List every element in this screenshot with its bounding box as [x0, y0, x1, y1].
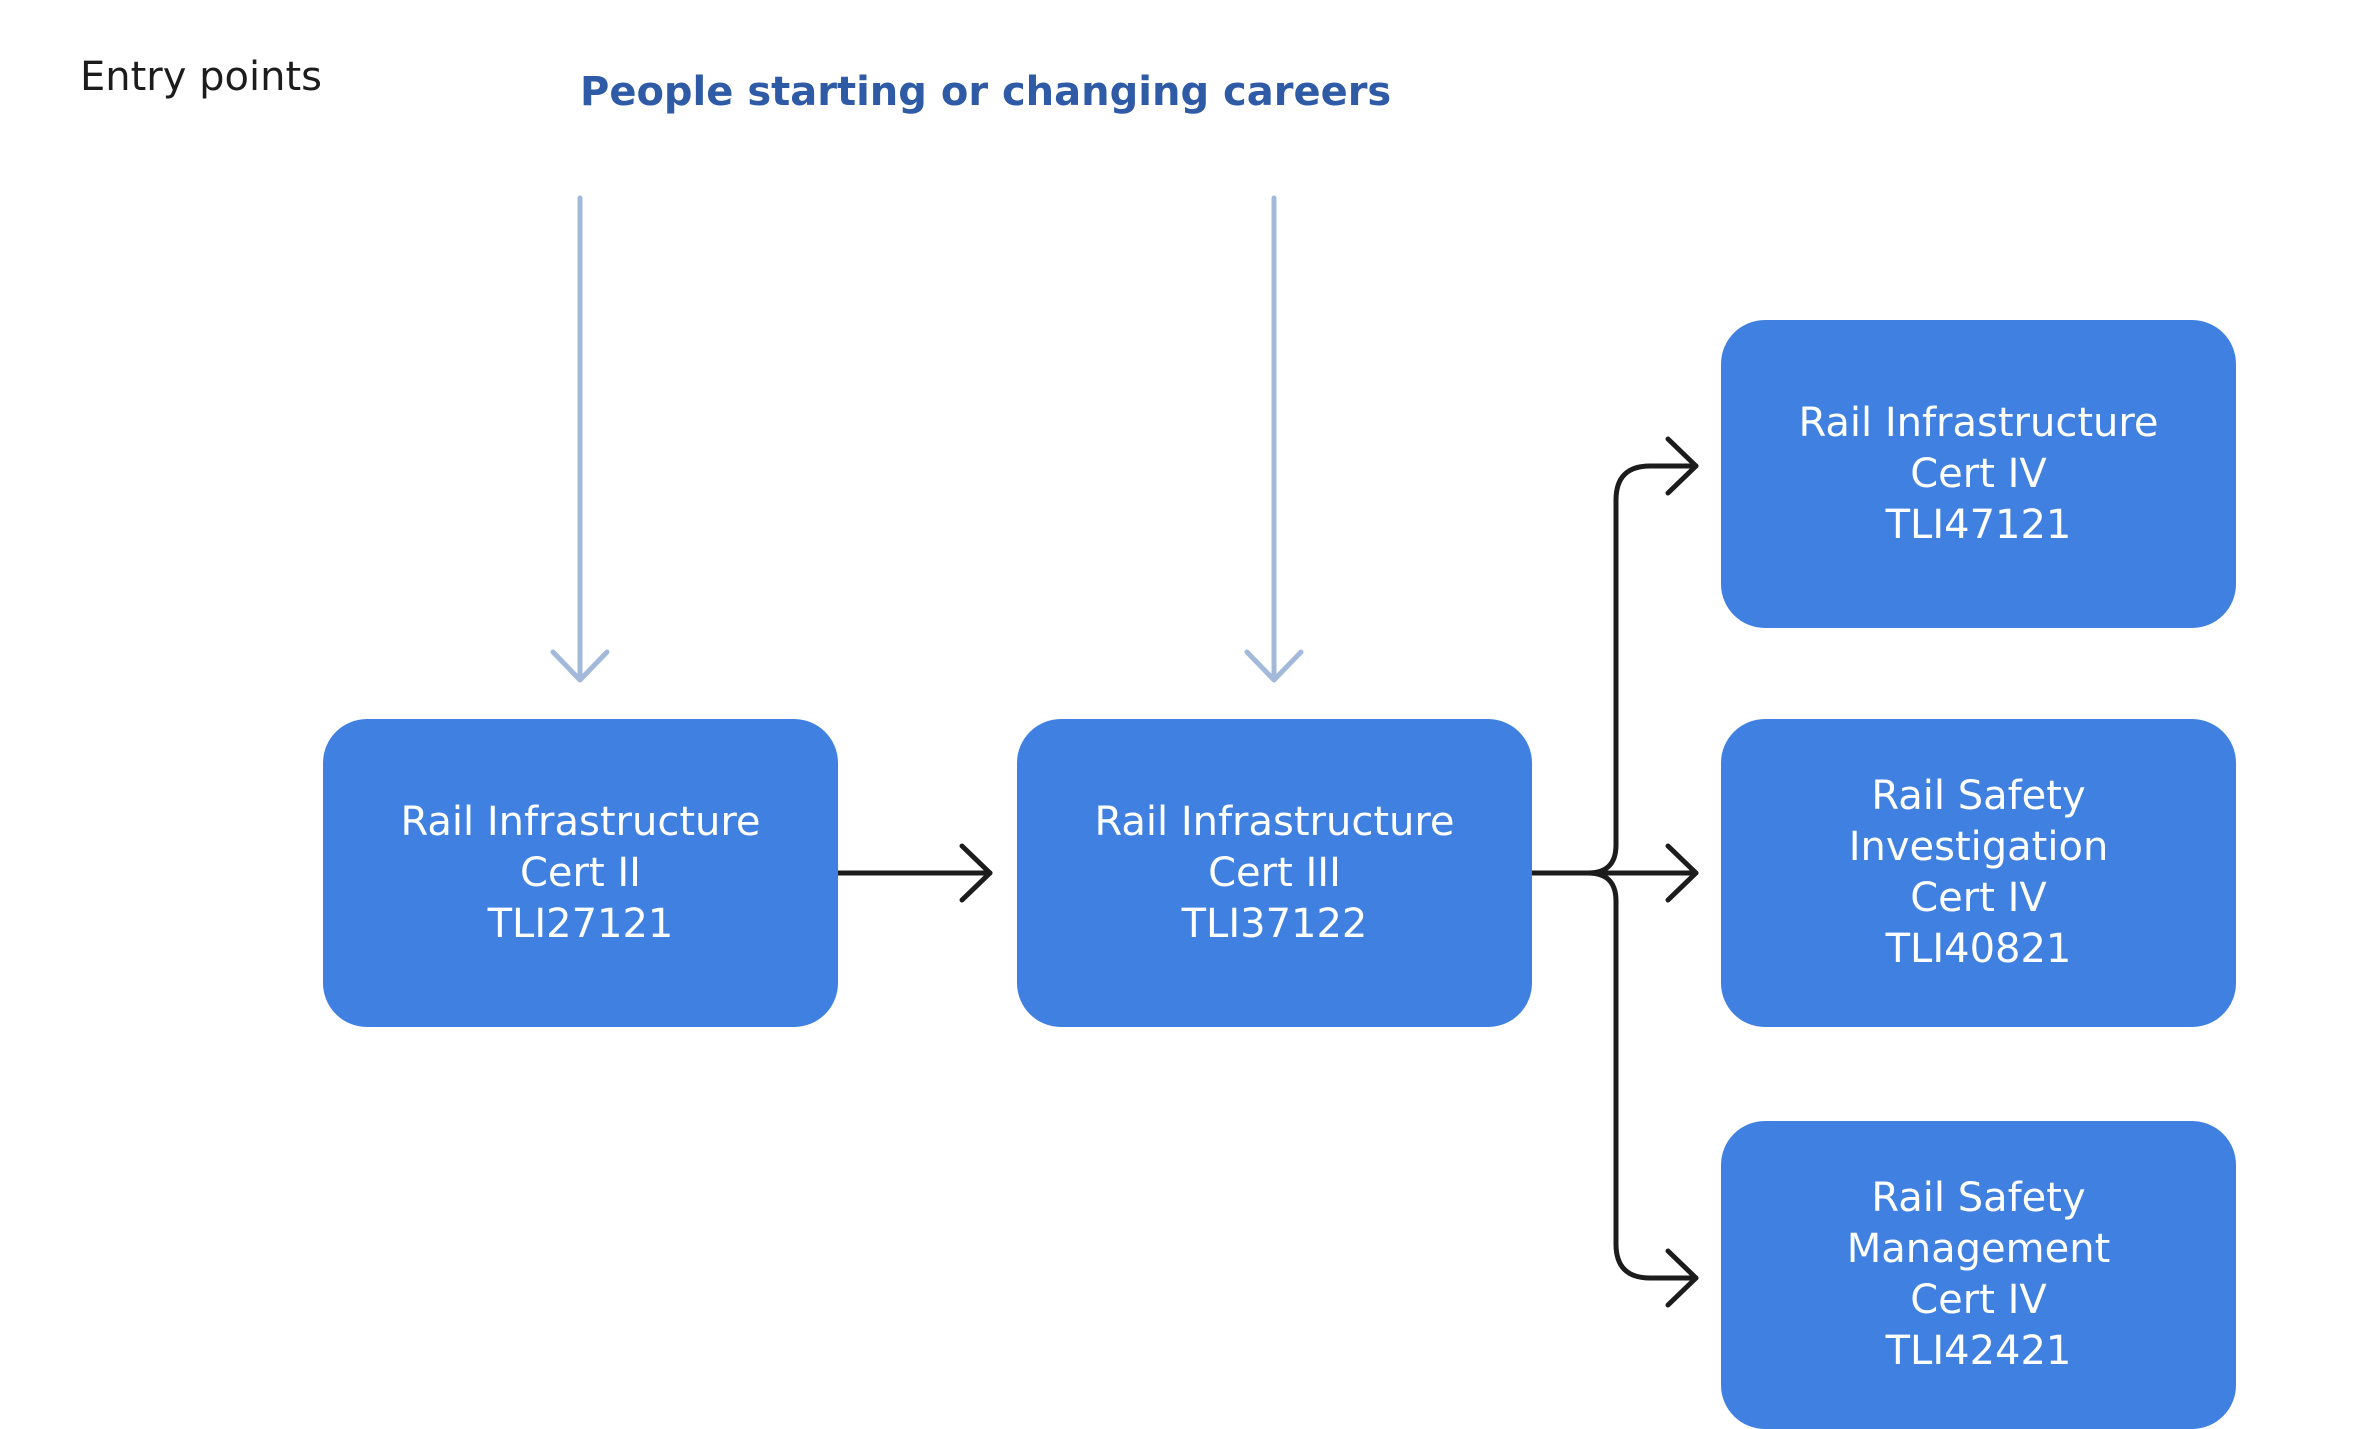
infra-cert-iv-line-1: Rail Infrastructure: [1798, 399, 2159, 446]
flow-branch-cert3-to-cert4: [1529, 436, 1699, 1308]
infra-cert-iv-code: TLI47121: [1885, 501, 2072, 548]
cert-iii-code: TLI37122: [1181, 900, 1368, 947]
investigation-line-3: Cert IV: [1910, 875, 2047, 921]
cert-iii-line-2: Cert III: [1208, 849, 1341, 896]
entry-arrow-cert3: [1244, 195, 1304, 683]
management-line-1: Rail Safety: [1871, 1175, 2086, 1221]
qualification-cert-iii: Rail Infrastructure Cert III TLI37122: [1017, 719, 1532, 1027]
entry-points-label: Entry points: [80, 54, 322, 100]
cert-ii-code: TLI27121: [487, 900, 674, 947]
management-code: TLI42421: [1885, 1328, 2072, 1374]
management-line-3: Cert IV: [1910, 1277, 2047, 1323]
qualification-safety-investigation-cert-iv: Rail Safety Investigation Cert IV TLI408…: [1721, 719, 2236, 1027]
cert-ii-line-1: Rail Infrastructure: [400, 798, 761, 845]
investigation-code: TLI40821: [1885, 926, 2072, 972]
flow-arrow-cert2-to-cert3: [835, 843, 993, 903]
qualification-cert-ii: Rail Infrastructure Cert II TLI27121: [323, 719, 838, 1027]
infra-cert-iv-line-2: Cert IV: [1910, 450, 2047, 497]
cert-iii-line-1: Rail Infrastructure: [1094, 798, 1455, 845]
qualification-infrastructure-cert-iv: Rail Infrastructure Cert IV TLI47121: [1721, 320, 2236, 628]
investigation-line-2: Investigation: [1848, 824, 2109, 870]
investigation-line-1: Rail Safety: [1871, 773, 2086, 819]
audience-heading: People starting or changing careers: [580, 69, 1392, 115]
management-line-2: Management: [1846, 1226, 2111, 1272]
qualification-safety-management-cert-iv: Rail Safety Management Cert IV TLI42421: [1721, 1121, 2236, 1429]
entry-arrow-cert2: [550, 195, 610, 683]
cert-ii-line-2: Cert II: [520, 849, 641, 896]
